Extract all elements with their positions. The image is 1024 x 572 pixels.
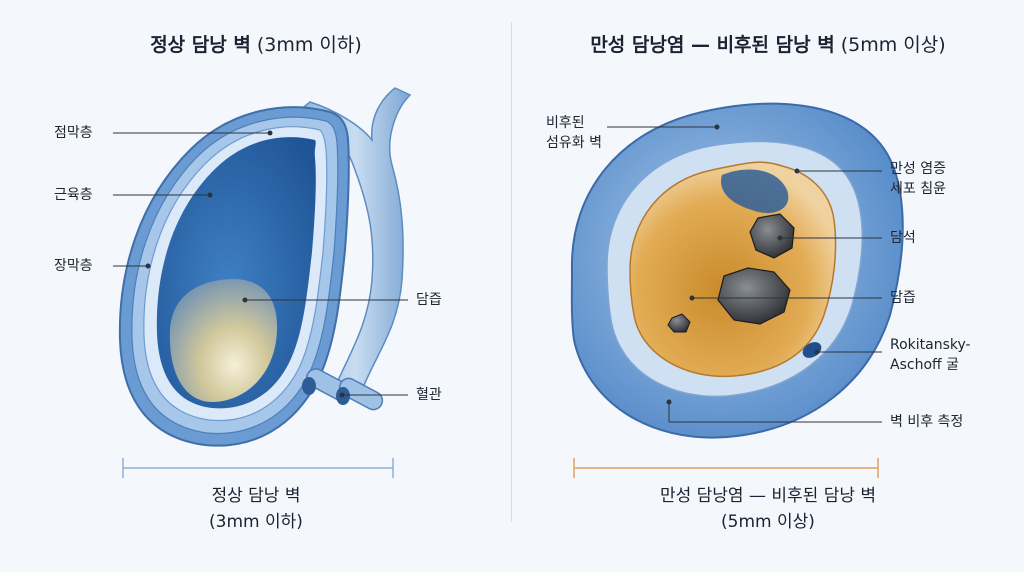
chronic-caption-line1: 만성 담낭염 — 비후된 담낭 벽 <box>659 486 877 506</box>
chronic-title-bold: 만성 담낭염 — 비후된 담낭 벽 <box>590 34 835 56</box>
label-rokitansky-1: Rokitansky- <box>890 337 971 353</box>
normal-leader-lines <box>113 132 408 396</box>
label-bile: 담즙 <box>416 292 442 308</box>
normal-title-thickness: (3mm 이하) <box>256 34 362 56</box>
cystic-duct <box>298 87 412 396</box>
normal-title-bold: 정상 담낭 벽 <box>150 34 251 56</box>
label-bile: 담즙 <box>890 290 916 306</box>
label-serosa: 장막층 <box>54 258 93 274</box>
chronic-measure-bracket <box>573 458 879 478</box>
normal-measure-bracket <box>122 458 394 478</box>
label-fibrotic-wall-2: 섬유화 벽 <box>546 135 602 151</box>
chronic-leader-lines <box>607 126 882 423</box>
normal-caption-line2: (3mm 이하) <box>209 512 303 532</box>
chronic-title-thickness: (5mm 이상) <box>840 34 946 56</box>
gallstones <box>667 213 795 333</box>
label-gallstone: 담석 <box>890 230 916 246</box>
label-rokitansky-2: Aschoff 굴 <box>890 357 959 373</box>
label-infiltration-1: 만성 염증 <box>890 161 946 177</box>
bile-pool <box>169 279 278 403</box>
chronic-gallbladder-illustration <box>570 102 904 478</box>
label-wall-measure: 벽 비후 측정 <box>890 414 964 430</box>
chronic-panel-title: 만성 담낭염 — 비후된 담낭 벽 (5mm 이상) <box>512 32 1024 58</box>
chronic-caption-line2: (5mm 이상) <box>721 512 815 532</box>
chronic-cholecystitis-panel: 만성 담낭염 — 비후된 담낭 벽 (5mm 이상) <box>512 0 1024 572</box>
normal-gallbladder-panel: 정상 담낭 벽 (3mm 이하) <box>0 32 512 532</box>
normal-caption-line1: 정상 담낭 벽 <box>211 486 301 506</box>
label-mucosa: 점막층 <box>54 125 93 141</box>
normal-gallbladder-illustration <box>113 87 412 478</box>
normal-panel-title: 정상 담낭 벽 (3mm 이하) <box>0 32 512 58</box>
label-fibrotic-wall-1: 비후된 <box>546 115 585 131</box>
label-vessel: 혈관 <box>416 387 442 403</box>
label-infiltration-2: 세포 침윤 <box>890 181 946 197</box>
panel-divider <box>511 22 512 522</box>
label-muscle: 근육층 <box>54 187 93 203</box>
